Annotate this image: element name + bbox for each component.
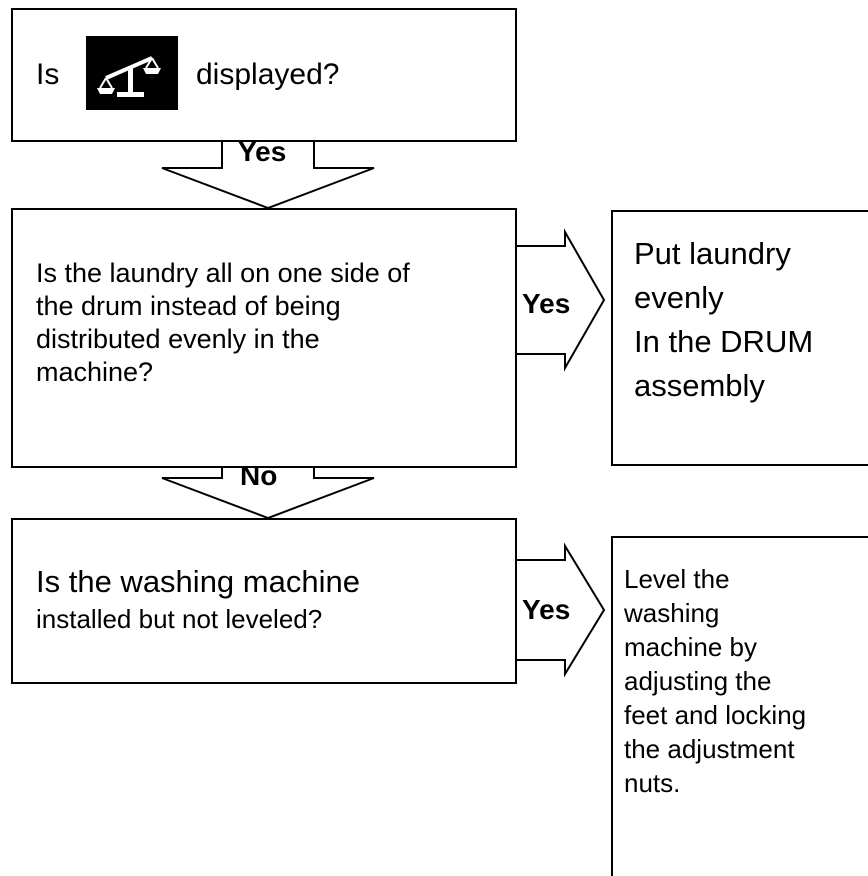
down-arrow-yes bbox=[161, 139, 375, 210]
step2-action-line: In the DRUM bbox=[634, 324, 814, 359]
step1-suffix-text: displayed? bbox=[196, 58, 340, 91]
right-arrow-yes-step3 bbox=[513, 542, 606, 678]
step2-no-label: No bbox=[240, 460, 278, 491]
step3-yes-label: Yes bbox=[522, 594, 571, 625]
right-arrow-yes-step2 bbox=[513, 228, 606, 372]
down-arrow-no bbox=[161, 465, 375, 520]
step2-question-line: distributed evenly in the bbox=[36, 324, 320, 354]
step3-action-line: machine by bbox=[624, 632, 757, 662]
unbalance-scale-icon bbox=[86, 36, 178, 110]
step2-yes-label: Yes bbox=[522, 288, 571, 319]
step2-question-line: Is the laundry all on one side of bbox=[36, 258, 410, 288]
step3-action-line: washing bbox=[624, 598, 720, 628]
step2-action-line: Put laundry bbox=[634, 236, 791, 271]
step3-action-line: feet and locking bbox=[624, 700, 807, 730]
step2-action-line: evenly bbox=[634, 280, 724, 315]
step3-action-line: adjusting the bbox=[624, 666, 772, 696]
step3-action-box bbox=[611, 536, 868, 876]
step3-question-box bbox=[11, 518, 517, 684]
step1-yes-label: Yes bbox=[238, 136, 287, 167]
step2-action-line: assembly bbox=[634, 368, 765, 403]
step2-question-line: machine? bbox=[36, 357, 154, 387]
step3-question-text: Is the washing machine installed but not… bbox=[36, 563, 360, 637]
step3-action-text: Level the washing machine by adjusting t… bbox=[624, 562, 806, 800]
step1-prefix-text: Is bbox=[36, 58, 60, 91]
step3-action-line: the adjustment bbox=[624, 734, 795, 764]
scale-glyph bbox=[97, 56, 161, 97]
step2-question-box bbox=[11, 208, 517, 468]
step2-action-box bbox=[611, 210, 868, 466]
step3-action-line: nuts. bbox=[624, 768, 681, 798]
step2-question-text: Is the laundry all on one side of the dr… bbox=[36, 257, 410, 389]
step2-question-line: the drum instead of being bbox=[36, 291, 341, 321]
step2-action-text: Put laundry evenly In the DRUM assembly bbox=[634, 232, 813, 408]
step3-action-line: Level the bbox=[624, 564, 730, 594]
step3-question-line: installed but not leveled? bbox=[36, 604, 323, 634]
step3-question-line: Is the washing machine bbox=[36, 564, 360, 599]
